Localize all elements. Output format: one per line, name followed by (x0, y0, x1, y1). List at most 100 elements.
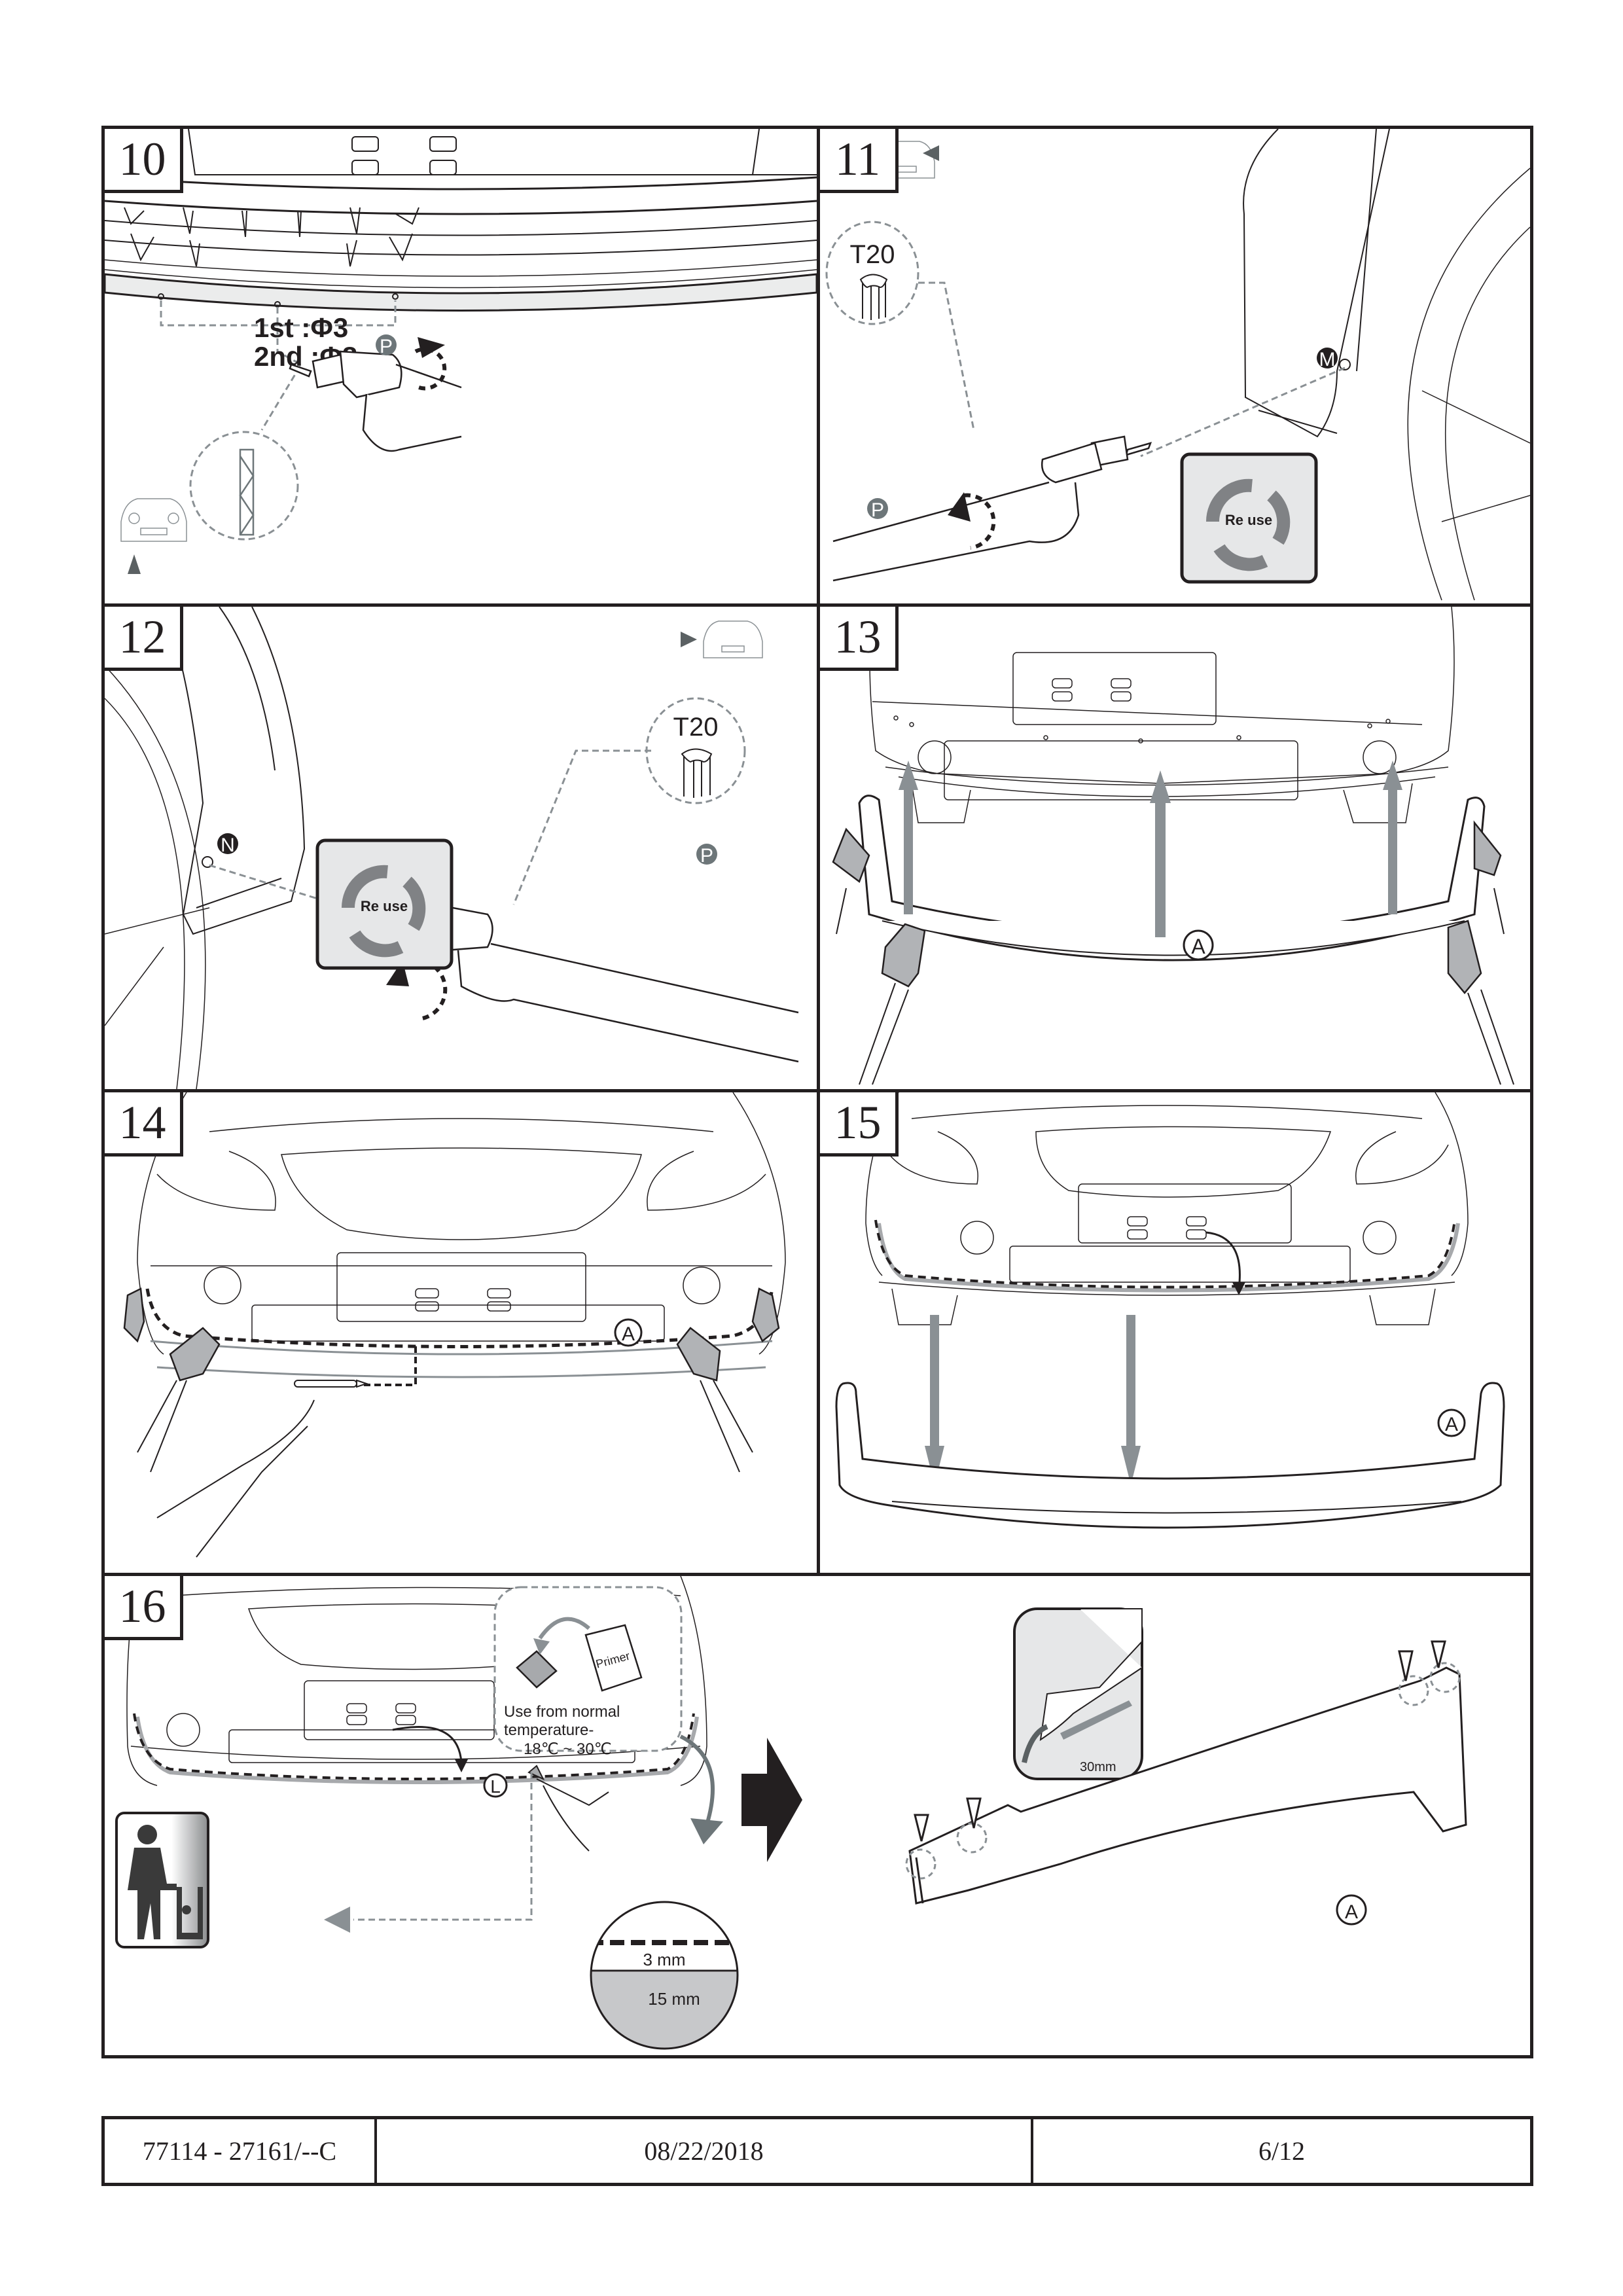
step-10-panel: 10 (105, 129, 817, 603)
wheel-outline (105, 665, 210, 1089)
step-15-illustration: A (835, 1092, 1505, 1529)
page-number: 6/12 (1258, 2136, 1306, 2166)
counterclockwise-rotation-icon (948, 492, 996, 550)
bumper-lip (105, 273, 817, 312)
tape-line (133, 1713, 695, 1780)
svg-text:M: M (1319, 349, 1336, 370)
part-number: 77114 - 27161/--C (105, 2119, 377, 2183)
part-n-badge (217, 833, 238, 854)
front-lip-part (858, 795, 1486, 961)
pencil-icon (294, 1379, 369, 1388)
fender-flare (163, 607, 306, 935)
step-11-panel: 11 M T20 (820, 129, 1530, 603)
hole-guide-line (160, 300, 397, 327)
grille-frame (188, 129, 817, 175)
part-l-marker (483, 1773, 508, 1798)
step-number: 12 (105, 607, 183, 671)
downward-arrows (925, 1315, 1141, 1485)
svg-text:A: A (622, 1323, 635, 1345)
step-number: 13 (820, 607, 899, 671)
car-front (137, 1092, 786, 1355)
svg-text:A: A (1445, 1414, 1458, 1435)
step-15-panel: 15 A (820, 1092, 1530, 1573)
p-badge (376, 334, 397, 355)
temperature-note-line2: temperature- (504, 1721, 594, 1739)
measurement-guide (363, 1346, 417, 1386)
step-10-illustration: 1st :Φ3 2nd :Φ8 P (105, 129, 817, 574)
document-footer: 77114 - 27161/--C 08/22/2018 6/12 (101, 2116, 1533, 2186)
step-number: 10 (105, 129, 183, 193)
step-number: 15 (820, 1092, 899, 1157)
reuse-icon: Re use (1180, 452, 1318, 584)
gloved-hand-icon (123, 1287, 780, 1382)
highlight-strip (135, 1716, 699, 1784)
view-direction-arrow-icon (681, 632, 697, 647)
tape-detail-callout: 3 mm 15 mm (590, 1901, 739, 2050)
svg-text:Re use: Re use (1225, 512, 1272, 528)
row-divider-2 (101, 1089, 1533, 1092)
curved-arrow (392, 1726, 463, 1763)
step-16-panel: 16 Primer Use from norma (105, 1576, 1530, 2055)
row-divider-3 (101, 1573, 1533, 1576)
power-drill-icon (289, 350, 462, 452)
temperature-range: 18℃ ~ 30℃ (524, 1740, 612, 1758)
part-a-marker (1336, 1894, 1367, 1926)
svg-text:P: P (871, 499, 884, 521)
gap-label: 3 mm (643, 1950, 686, 1969)
gloved-hand-icon (832, 820, 1502, 994)
peel-tape-inset: 30mm (1013, 1607, 1143, 1780)
primer-packet-icon: Primer (584, 1624, 643, 1692)
part-a-marker (1183, 929, 1214, 961)
tape-width-label: 15 mm (648, 1989, 700, 2009)
part-m-badge (1317, 348, 1338, 368)
hand-applying (536, 1778, 609, 1852)
torx-bit-icon (681, 748, 713, 798)
clockwise-rotation-icon (414, 337, 447, 391)
step-14-panel: 14 (105, 1092, 817, 1573)
part-a-marker (1437, 1408, 1466, 1437)
svg-text:L: L (490, 1776, 501, 1797)
step-13-panel: 13 A (820, 607, 1530, 1089)
step-number: 14 (105, 1092, 183, 1157)
highlight-strip (877, 1223, 1460, 1293)
column-divider (817, 126, 820, 1575)
peel-length-label: 30mm (1080, 1760, 1116, 1774)
front-lip-part-side (908, 1666, 1467, 1905)
car-front-view-icon (120, 498, 187, 542)
step-14-illustration: A (123, 1092, 786, 1558)
drill-bit-callout (189, 431, 299, 541)
hand-with-pencil (156, 1399, 315, 1558)
screw-icon (1339, 359, 1351, 370)
primer-pad-icon (516, 1617, 590, 1689)
step-16-illustration: Primer Use from normal temperature- 18℃ … (115, 1576, 1467, 2050)
step-12-illustration: N T20 P Re use (105, 607, 799, 1089)
svg-text:A: A (1345, 1901, 1358, 1923)
step-number: 16 (105, 1576, 183, 1640)
next-arrow-icon (741, 1738, 802, 1862)
part-a-marker (614, 1318, 643, 1347)
drill-bit-icon (239, 448, 255, 536)
torx-size-label: T20 (850, 240, 895, 269)
power-drill-icon (832, 435, 1152, 582)
svg-text:P: P (380, 336, 393, 357)
svg-text:Re use: Re use (361, 898, 408, 914)
step-13-illustration: A (832, 607, 1514, 1085)
curved-arrow (1205, 1231, 1241, 1289)
front-lip-part (835, 1382, 1505, 1529)
view-direction-arrow-icon (128, 554, 141, 574)
step-11-illustration: M T20 P Re use (825, 129, 1530, 601)
step-number: 11 (820, 129, 899, 193)
document-date: 08/22/2018 (377, 2119, 1033, 2183)
torx-callout (645, 697, 746, 804)
torx-size-label: T20 (673, 713, 719, 742)
dispose-trash-icon (115, 1812, 209, 1948)
reuse-icon: Re use (315, 838, 454, 970)
row-divider-1 (101, 603, 1533, 607)
svg-text:P: P (700, 845, 713, 867)
car-front-view-icon (703, 620, 763, 658)
wheel-outline (1407, 168, 1530, 601)
p-badge (867, 498, 888, 519)
step-12-panel: 12 N T20 (105, 607, 817, 1089)
temperature-note-line1: Use from normal (504, 1703, 620, 1721)
marking-line (145, 1288, 774, 1348)
